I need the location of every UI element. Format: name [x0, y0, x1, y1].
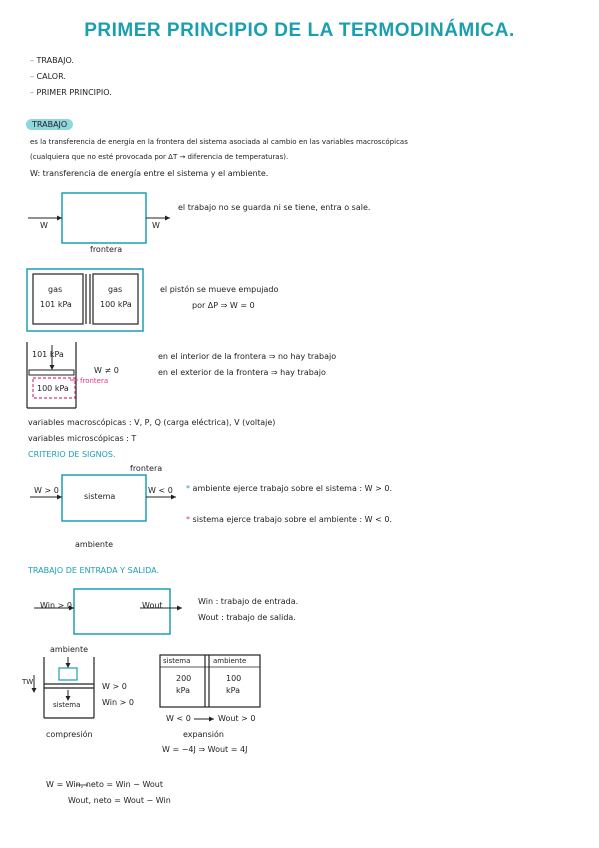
criterio-ambiente: ambiente [75, 540, 114, 549]
page-title: PRIMER PRINCIPIO DE LA TERMODINÁMICA. [84, 20, 515, 41]
expansion-w-example: W = −4J ⇒ Wout = 4J [162, 745, 248, 754]
criterio-w-pos: W > 0 [34, 486, 59, 495]
diagram1-frontera-box [61, 192, 147, 244]
entrada-def-wout: Wout : trabajo de salida. [198, 613, 296, 622]
diagram3-top-label: 101 kPa [32, 350, 64, 359]
expansion-wout-pos: Wout > 0 [218, 714, 256, 723]
criterio-frontera: frontera [130, 464, 163, 473]
compresion-ambiente: ambiente [50, 645, 89, 654]
expansion-w-neg: W < 0 [166, 714, 191, 723]
expansion-p-amb: 100 [226, 674, 242, 683]
diagram2-note-2: por ΔP ⇒ W = 0 [192, 301, 255, 310]
diagram1-note: el trabajo no se guarda ni se tiene, ent… [178, 203, 371, 212]
formula-wout-neto: Wout, neto = Wout − Win [68, 796, 171, 805]
diagram2-note-1: el pistón se mueve empujado [160, 285, 279, 294]
index-item-trabajo: – TRABAJO. [30, 56, 74, 65]
criterio-note-2: * sistema ejerce trabajo sobre el ambien… [186, 515, 392, 524]
compresion-tw: TW [22, 678, 34, 686]
expansion-p-sys: 200 [176, 674, 192, 683]
compresion-w-pos: W > 0 [102, 682, 127, 691]
expansion-sistema: sistema [163, 657, 191, 665]
expansion-p-amb-unit: kPa [226, 686, 240, 695]
diagram3-frontera-label: frontera [80, 377, 109, 385]
entrada-wout-label: Wout [142, 601, 163, 610]
diagram3-inner-label: 100 kPa [37, 384, 69, 393]
expansion-label: expansión [183, 730, 224, 739]
compresion-sistema: sistema [53, 701, 81, 709]
expansion-p-sys-unit: kPa [176, 686, 190, 695]
diagram3-note-2: en el exterior de la frontera ⇒ hay trab… [158, 368, 326, 377]
index-item-calor: – CALOR. [30, 72, 66, 81]
criterio-sistema: sistema [84, 492, 116, 501]
formula-win-neto: W = Win, neto = Win − Wout [46, 780, 163, 789]
trabajo-definition-2: (cualquiera que no esté provocada por ΔT… [30, 153, 289, 161]
entrada-salida-box [73, 588, 171, 635]
diagram2-left-chamber [32, 273, 84, 325]
compresion-label: compresión [46, 730, 93, 739]
entrada-salida-heading: TRABAJO DE ENTRADA Y SALIDA. [28, 566, 160, 575]
expansion-ambiente: ambiente [213, 657, 247, 665]
variables-micro: variables microscópicas : T [28, 434, 137, 443]
diagram3-frontera-dashed [32, 377, 76, 399]
criterio-heading: CRITERIO DE SIGNOS. [28, 450, 116, 459]
diagram1-frontera-label: frontera [90, 245, 123, 254]
diagram1-w-in: W [40, 221, 48, 230]
criterio-frontera-box [61, 474, 147, 522]
diagram3-note-1: en el interior de la frontera ⇒ no hay t… [158, 352, 337, 361]
criterio-w-neg: W < 0 [148, 486, 173, 495]
diagram1-w-out: W [152, 221, 160, 230]
diagram2-right-chamber [92, 273, 139, 325]
diagram2-right-kpa: 100 kPa [100, 300, 132, 309]
diagram3-w-label: W ≠ 0 [94, 366, 119, 375]
diagram2-outer-box [26, 268, 144, 332]
diagram2-left-kpa: 101 kPa [40, 300, 72, 309]
entrada-win-label: Win > 0 [40, 601, 72, 610]
variables-macro: variables macroscópicas : V, P, Q (carga… [28, 418, 276, 427]
index-item-primer-principio: – PRIMER PRINCIPIO. [30, 88, 112, 97]
entrada-def-win: Win : trabajo de entrada. [198, 597, 299, 606]
trabajo-definition-1: es la transferencia de energía en la fro… [30, 138, 408, 146]
trabajo-definition-3: W: transferencia de energía entre el sis… [30, 169, 269, 178]
section-heading-trabajo: TRABAJO [26, 119, 74, 130]
compresion-win-pos: Win > 0 [102, 698, 134, 707]
diagram2-left-gas: gas [48, 285, 63, 294]
criterio-note-1: * ambiente ejerce trabajo sobre el siste… [186, 484, 392, 493]
diagram2-right-gas: gas [108, 285, 123, 294]
